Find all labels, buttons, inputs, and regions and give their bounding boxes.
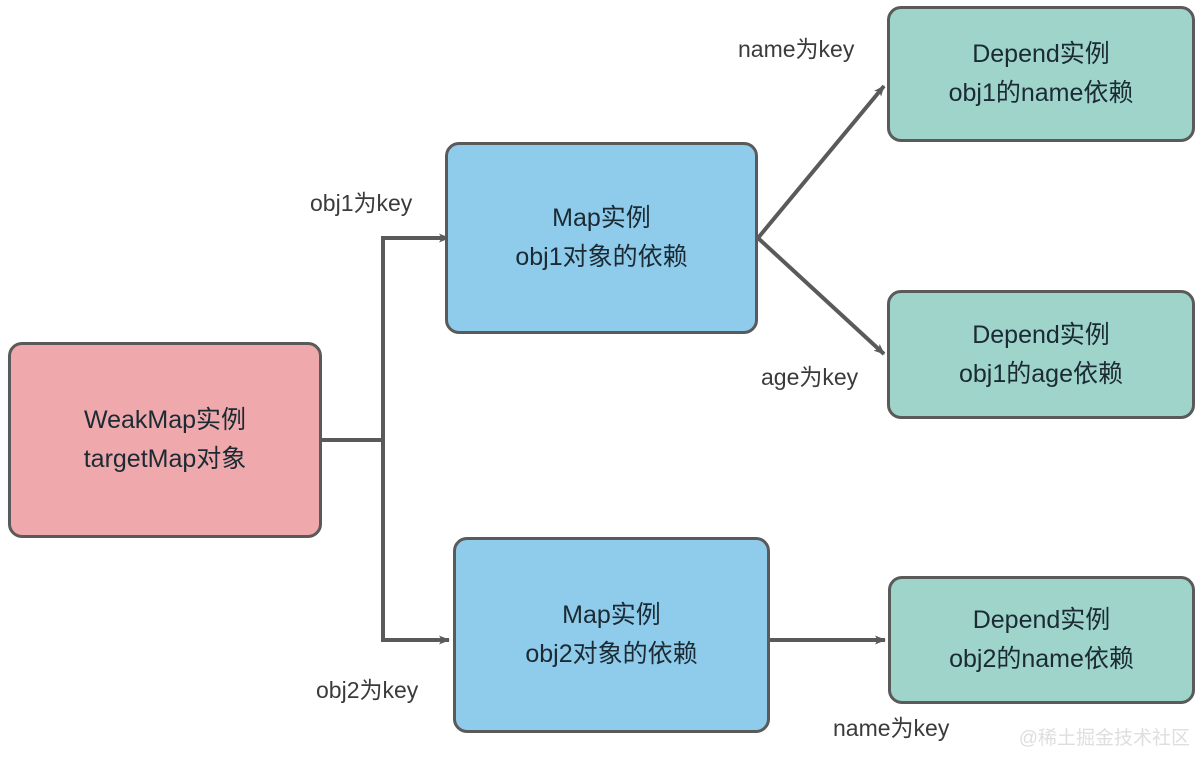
edge-label-obj2-key: obj2为key: [316, 677, 419, 703]
node-map-obj2[interactable]: Map实例 obj2对象的依赖: [453, 537, 770, 733]
node-map-obj1-line2: obj1对象的依赖: [515, 243, 688, 271]
edge-label-name-key-obj1: name为key: [738, 36, 855, 62]
node-depend-obj1-name-line1: Depend实例: [972, 40, 1110, 68]
node-depend-obj1-age-line2: obj1的age依赖: [959, 359, 1123, 388]
edge-label-name-key-obj2: name为key: [833, 715, 950, 741]
node-weakmap-line1: WeakMap实例: [83, 406, 247, 434]
node-weakmap-line2: targetMap对象: [83, 445, 247, 473]
edge-label-age-key-obj1: age为key: [761, 364, 859, 390]
node-map-obj2-line2: obj2对象的依赖: [525, 640, 698, 668]
edge-weakmap-to-map-obj1: [381, 233, 450, 440]
node-weakmap[interactable]: WeakMap实例 targetMap对象: [8, 342, 322, 538]
node-map-obj2-line1: Map实例: [562, 601, 661, 629]
node-depend-obj2-name-line2: obj2的name依赖: [949, 645, 1134, 673]
node-depend-obj1-age-line1: Depend实例: [972, 320, 1110, 349]
edge-map-obj1-to-depend-obj1-name: [756, 84, 886, 240]
node-depend-obj1-name[interactable]: Depend实例 obj1的name依赖: [887, 6, 1195, 142]
node-map-obj1-line1: Map实例: [552, 204, 651, 232]
node-depend-obj1-age[interactable]: Depend实例 obj1的age依赖: [887, 290, 1195, 419]
edge-weakmap-to-map-obj2: [381, 440, 450, 645]
node-depend-obj2-name-line1: Depend实例: [972, 606, 1111, 634]
node-map-obj1[interactable]: Map实例 obj1对象的依赖: [445, 142, 758, 334]
node-depend-obj1-name-line2: obj1的name依赖: [948, 79, 1134, 107]
watermark: @稀土掘金技术社区: [1018, 728, 1190, 749]
edge-map-obj1-to-depend-obj1-age: [756, 236, 886, 356]
node-depend-obj2-name[interactable]: Depend实例 obj2的name依赖: [888, 576, 1195, 704]
edge-label-obj1-key: obj1为key: [310, 190, 413, 216]
